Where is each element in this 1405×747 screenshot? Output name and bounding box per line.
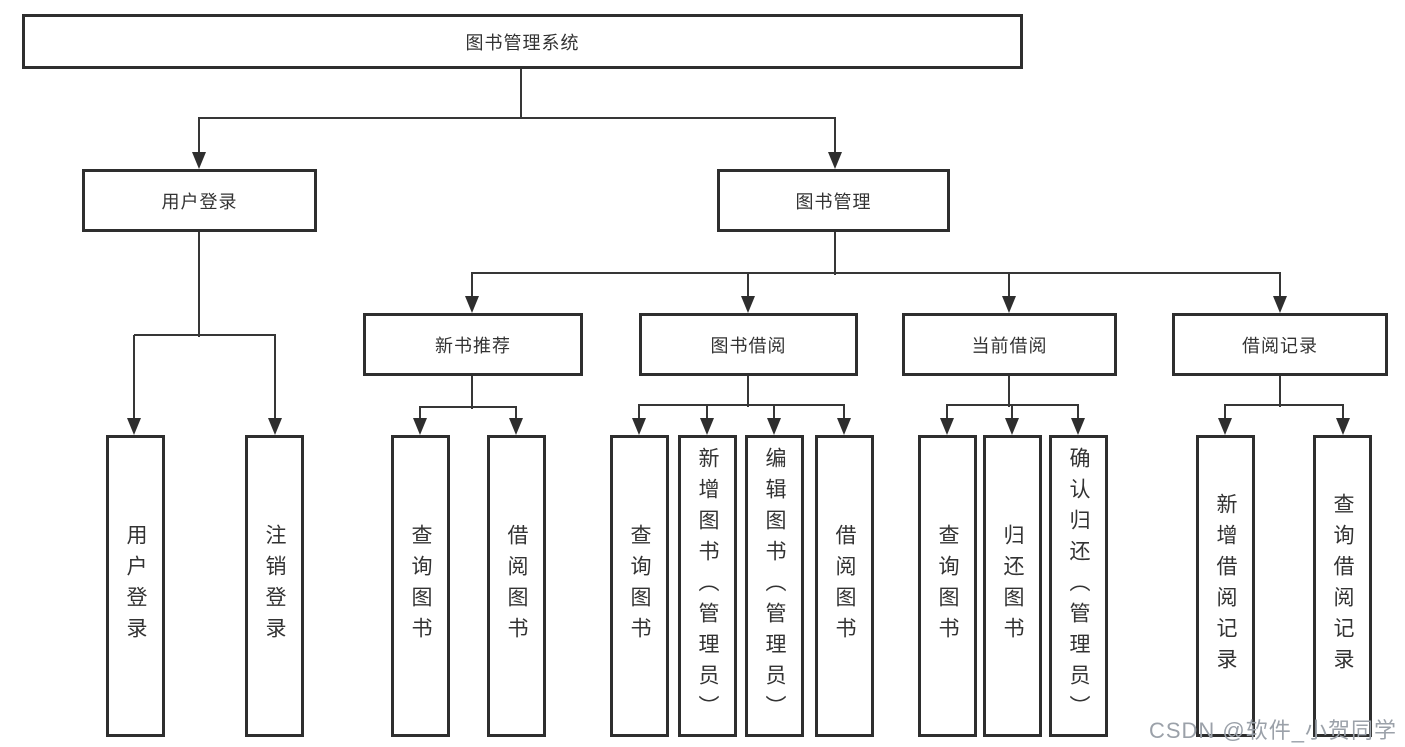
connector-hline <box>1224 404 1344 406</box>
leaf-query-borrow-record: 查询借阅记录 <box>1313 435 1372 737</box>
node-label: 图书借阅 <box>710 335 787 356</box>
leaf-query-books-recommend: 查询图书 <box>391 435 450 737</box>
arrowhead-down-icon <box>268 418 282 435</box>
connector-vline <box>834 232 836 275</box>
connector-hline <box>134 334 276 336</box>
connector-vline <box>747 273 749 296</box>
arrowhead-down-icon <box>1002 296 1016 313</box>
leaf-label: 查询图书 <box>409 524 432 648</box>
arrowhead-down-icon <box>1218 418 1232 435</box>
connector-vline <box>1077 405 1079 418</box>
arrowhead-down-icon <box>1071 418 1085 435</box>
node-label: 借阅记录 <box>1242 335 1318 356</box>
csdn-watermark: CSDN @软件_小贺同学 <box>1148 718 1397 743</box>
leaf-user-login: 用户登录 <box>106 435 165 737</box>
connector-vline <box>520 69 522 119</box>
connector-vline <box>946 405 948 418</box>
arrowhead-down-icon <box>700 418 714 435</box>
leaf-label: 查询借阅记录 <box>1331 493 1354 679</box>
leaf-logout: 注销登录 <box>245 435 304 737</box>
connector-hline <box>638 404 845 406</box>
arrowhead-down-icon <box>465 296 479 313</box>
leaf-label: 确认归还（管理员） <box>1067 446 1090 726</box>
leaf-label: 归还图书 <box>1001 524 1024 648</box>
connector-hline <box>198 117 836 119</box>
arrowhead-down-icon <box>509 418 523 435</box>
connector-vline <box>1279 376 1281 407</box>
connector-vline <box>133 335 135 418</box>
leaf-label: 查询图书 <box>628 524 651 648</box>
node-new-book-recommendation: 新书推荐 <box>363 313 583 376</box>
node-label: 当前借阅 <box>971 335 1048 356</box>
leaf-query-books-borrow: 查询图书 <box>610 435 669 737</box>
connector-vline <box>773 405 775 418</box>
connector-vline <box>706 405 708 418</box>
leaf-edit-books-admin: 编辑图书（管理员） <box>745 435 804 737</box>
node-current-borrowing: 当前借阅 <box>902 313 1117 376</box>
connector-vline <box>198 118 200 152</box>
arrowhead-down-icon <box>1273 296 1287 313</box>
arrowhead-down-icon <box>413 418 427 435</box>
connector-hline <box>946 404 1079 406</box>
node-borrowing-records: 借阅记录 <box>1172 313 1388 376</box>
connector-vline <box>198 232 200 337</box>
leaf-label: 查询图书 <box>936 524 959 648</box>
arrowhead-down-icon <box>632 418 646 435</box>
leaf-label: 新增借阅记录 <box>1214 493 1237 679</box>
node-book-borrowing: 图书借阅 <box>639 313 858 376</box>
leaf-label: 新增图书（管理员） <box>696 446 719 726</box>
connector-vline <box>1224 405 1226 418</box>
node-user-login: 用户登录 <box>82 169 317 232</box>
arrowhead-down-icon <box>837 418 851 435</box>
arrowhead-down-icon <box>1005 418 1019 435</box>
leaf-borrow-books-recommend: 借阅图书 <box>487 435 546 737</box>
arrowhead-down-icon <box>940 418 954 435</box>
arrowhead-down-icon <box>828 152 842 169</box>
leaf-add-borrow-record: 新增借阅记录 <box>1196 435 1255 737</box>
node-label: 图书管理 <box>795 191 872 212</box>
connector-vline <box>471 273 473 296</box>
connector-vline <box>274 335 276 418</box>
connector-vline <box>1008 376 1010 407</box>
leaf-add-books-admin: 新增图书（管理员） <box>678 435 737 737</box>
leaf-confirm-return-admin: 确认归还（管理员） <box>1049 435 1108 737</box>
leaf-label: 用户登录 <box>124 524 147 648</box>
leaf-query-books-current: 查询图书 <box>918 435 977 737</box>
connector-vline <box>638 405 640 418</box>
connector-vline <box>1342 405 1344 418</box>
node-label: 用户登录 <box>161 191 238 212</box>
connector-vline <box>419 407 421 418</box>
arrowhead-down-icon <box>127 418 141 435</box>
arrowhead-down-icon <box>192 152 206 169</box>
connector-vline <box>843 405 845 418</box>
node-label: 新书推荐 <box>435 335 511 356</box>
connector-vline <box>834 118 836 152</box>
node-library-management-system: 图书管理系统 <box>22 14 1023 69</box>
arrowhead-down-icon <box>1336 418 1350 435</box>
node-book-management: 图书管理 <box>717 169 950 232</box>
arrowhead-down-icon <box>741 296 755 313</box>
connector-hline <box>471 272 1281 274</box>
leaf-label: 借阅图书 <box>833 524 856 648</box>
leaf-label: 注销登录 <box>263 524 286 648</box>
connector-vline <box>515 407 517 418</box>
connector-vline <box>747 376 749 407</box>
connector-vline <box>471 376 473 409</box>
leaf-borrow-books: 借阅图书 <box>815 435 874 737</box>
connector-hline <box>419 406 517 408</box>
arrowhead-down-icon <box>767 418 781 435</box>
leaf-label: 借阅图书 <box>505 524 528 648</box>
node-label: 图书管理系统 <box>465 32 580 53</box>
leaf-return-books: 归还图书 <box>983 435 1042 737</box>
connector-vline <box>1008 273 1010 296</box>
leaf-label: 编辑图书（管理员） <box>763 446 786 726</box>
connector-vline <box>1279 273 1281 296</box>
connector-vline <box>1011 405 1013 418</box>
